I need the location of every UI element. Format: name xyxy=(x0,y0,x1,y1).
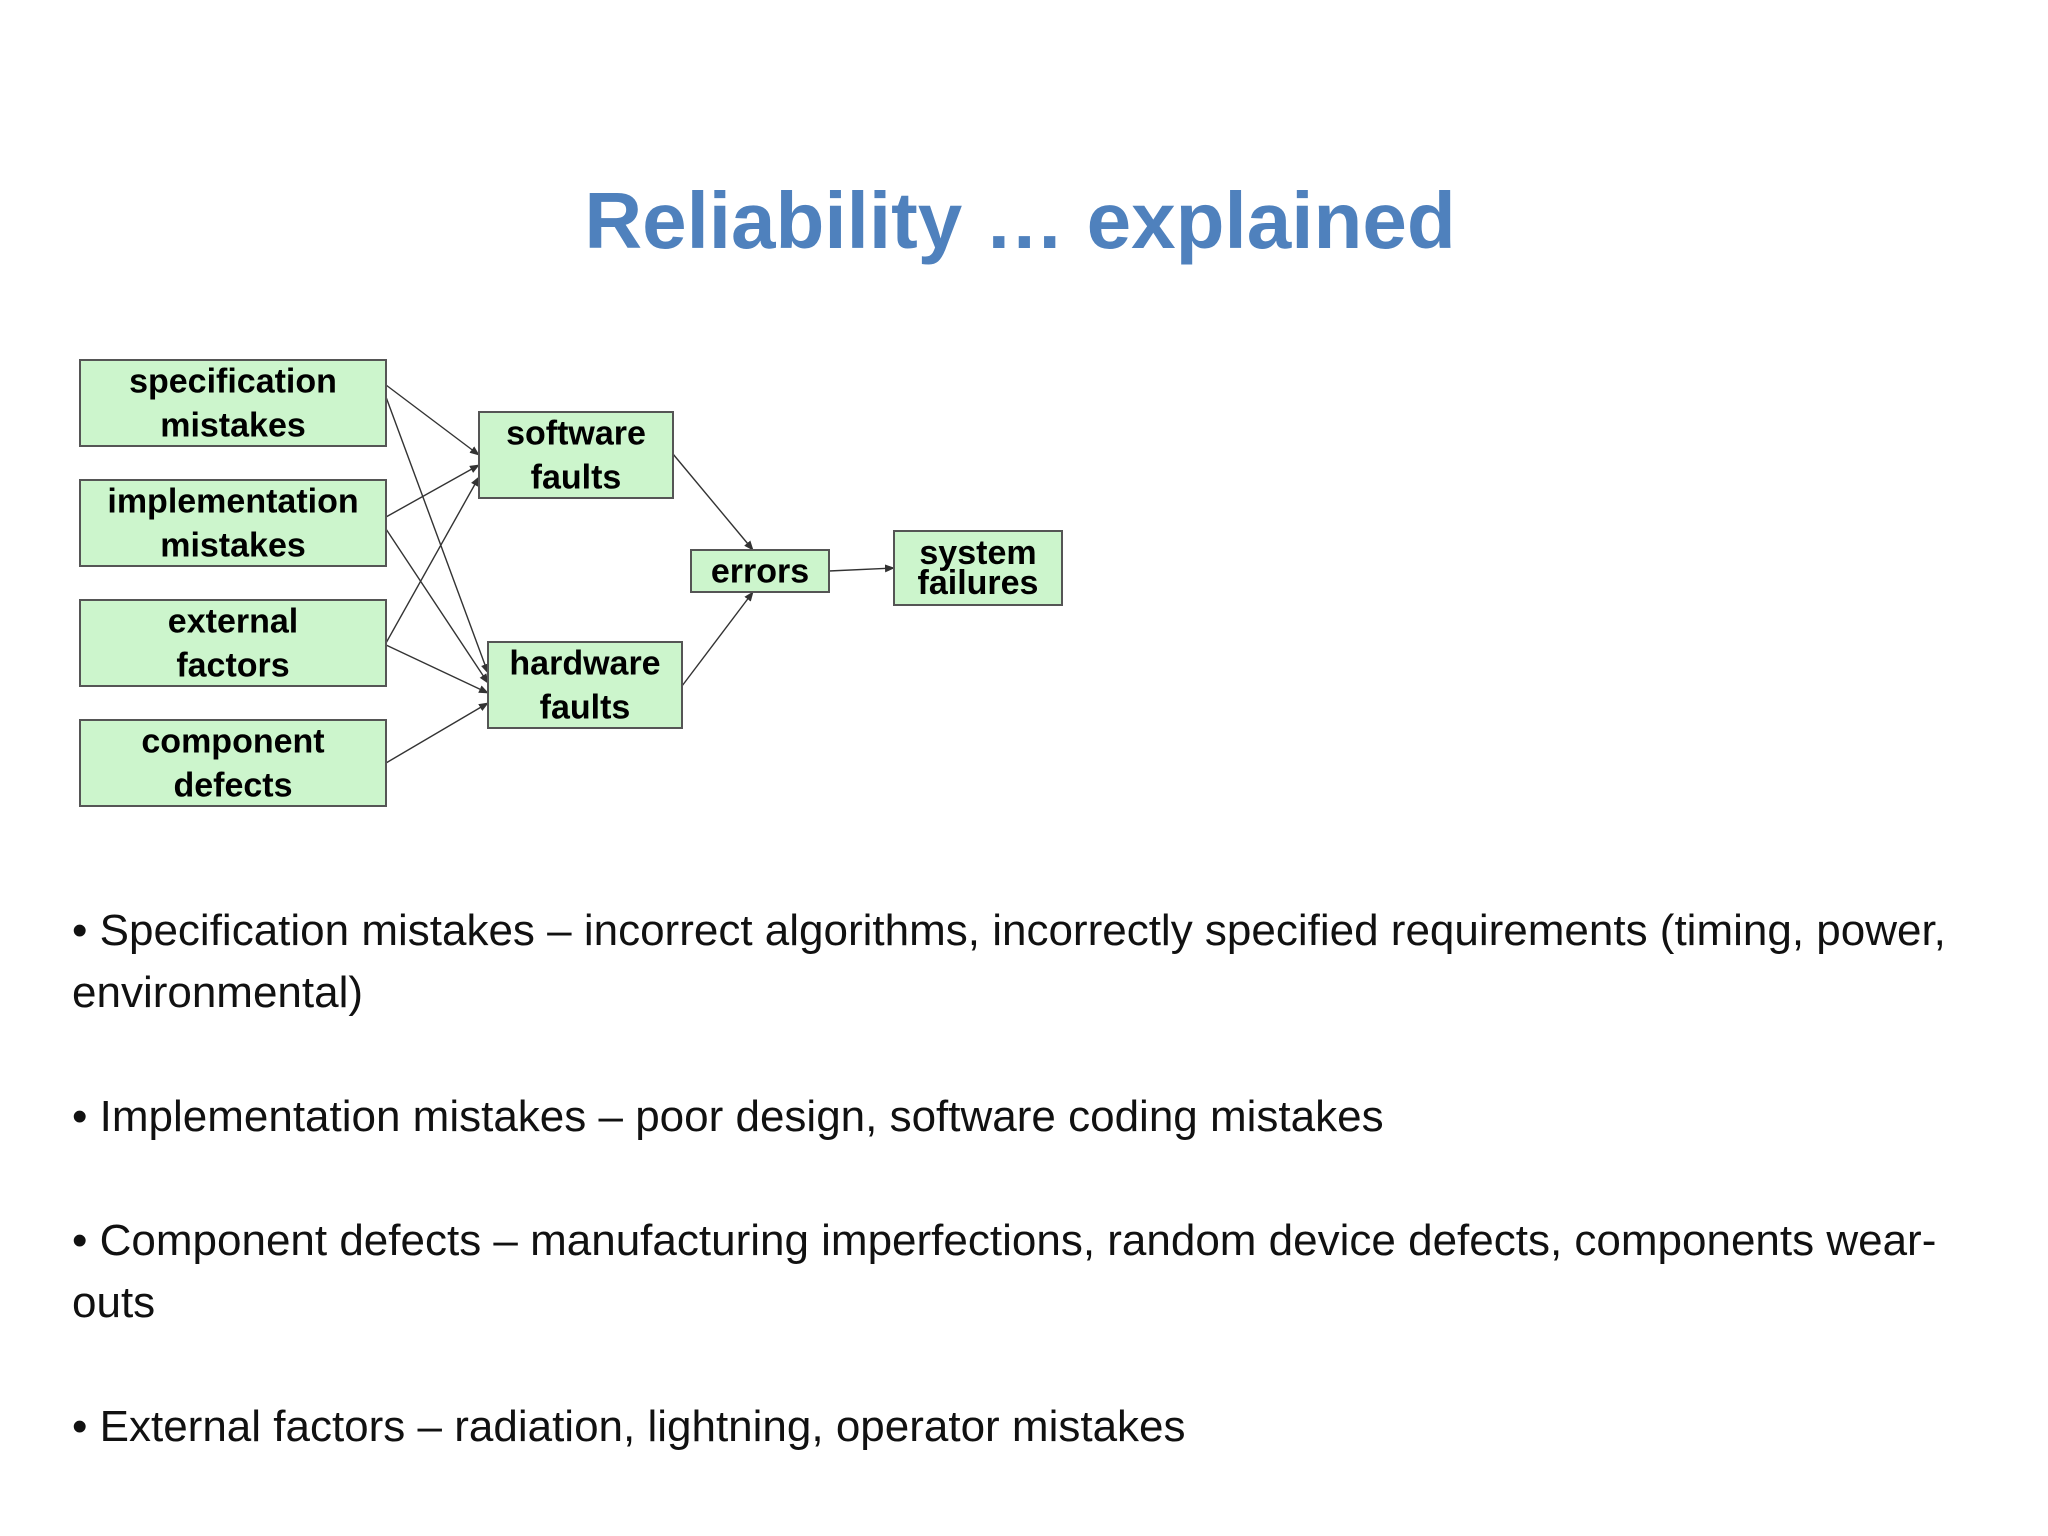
edge-comp-to-hw xyxy=(385,702,489,764)
node-err: errors xyxy=(690,549,830,593)
node-label: errors xyxy=(711,553,809,591)
slide-title: Reliability … explained xyxy=(584,176,1456,265)
node-comp: component defects xyxy=(79,719,387,807)
bullet-list: • Specification mistakes – incorrect alg… xyxy=(72,900,2002,1458)
node-label: software xyxy=(506,415,646,453)
node-label: component xyxy=(141,723,324,761)
node-box xyxy=(487,641,683,729)
edge-spec-to-sw xyxy=(385,384,480,456)
edge-impl-to-hw xyxy=(385,528,489,684)
node-box xyxy=(79,479,387,567)
node-box xyxy=(79,599,387,687)
bullet-external-factors: • External factors – radiation, lightnin… xyxy=(72,1402,1186,1451)
node-impl: implementation mistakes xyxy=(79,479,387,567)
node-label: failures xyxy=(918,564,1039,602)
edge-ext-to-sw xyxy=(385,476,480,644)
node-label: hardware xyxy=(509,645,660,683)
node-label: faults xyxy=(531,459,622,497)
node-box xyxy=(79,359,387,447)
node-label: specification xyxy=(129,363,337,401)
bullet-implementation-mistakes: • Implementation mistakes – poor design,… xyxy=(72,1092,1384,1141)
node-ext: external factors xyxy=(79,599,387,687)
node-hw: hardware faults xyxy=(487,641,683,729)
edge-ext-to-hw xyxy=(385,644,489,694)
bullet-specification-mistakes: • Specification mistakes – incorrect alg… xyxy=(72,906,1946,1017)
node-label: mistakes xyxy=(160,527,306,565)
node-label: factors xyxy=(176,647,289,685)
edge-hw-to-err xyxy=(681,591,754,687)
bullet-component-defects: • Component defects – manufacturing impe… xyxy=(72,1216,1937,1327)
node-label: implementation xyxy=(107,483,358,521)
node-box xyxy=(79,719,387,807)
edge-sw-to-err xyxy=(672,453,754,551)
node-label: faults xyxy=(540,689,631,727)
node-label: mistakes xyxy=(160,407,306,445)
node-label: defects xyxy=(173,767,292,805)
edge-spec-to-hw xyxy=(385,396,489,674)
edge-err-to-sys xyxy=(828,564,895,573)
node-spec: specification mistakes xyxy=(79,359,387,447)
node-box xyxy=(690,549,830,593)
edge-impl-to-sw xyxy=(385,464,480,518)
node-label: system xyxy=(919,534,1036,572)
node-label: external xyxy=(168,603,298,641)
node-sw: software faults xyxy=(478,411,674,499)
node-box xyxy=(478,411,674,499)
node-box xyxy=(893,530,1063,606)
